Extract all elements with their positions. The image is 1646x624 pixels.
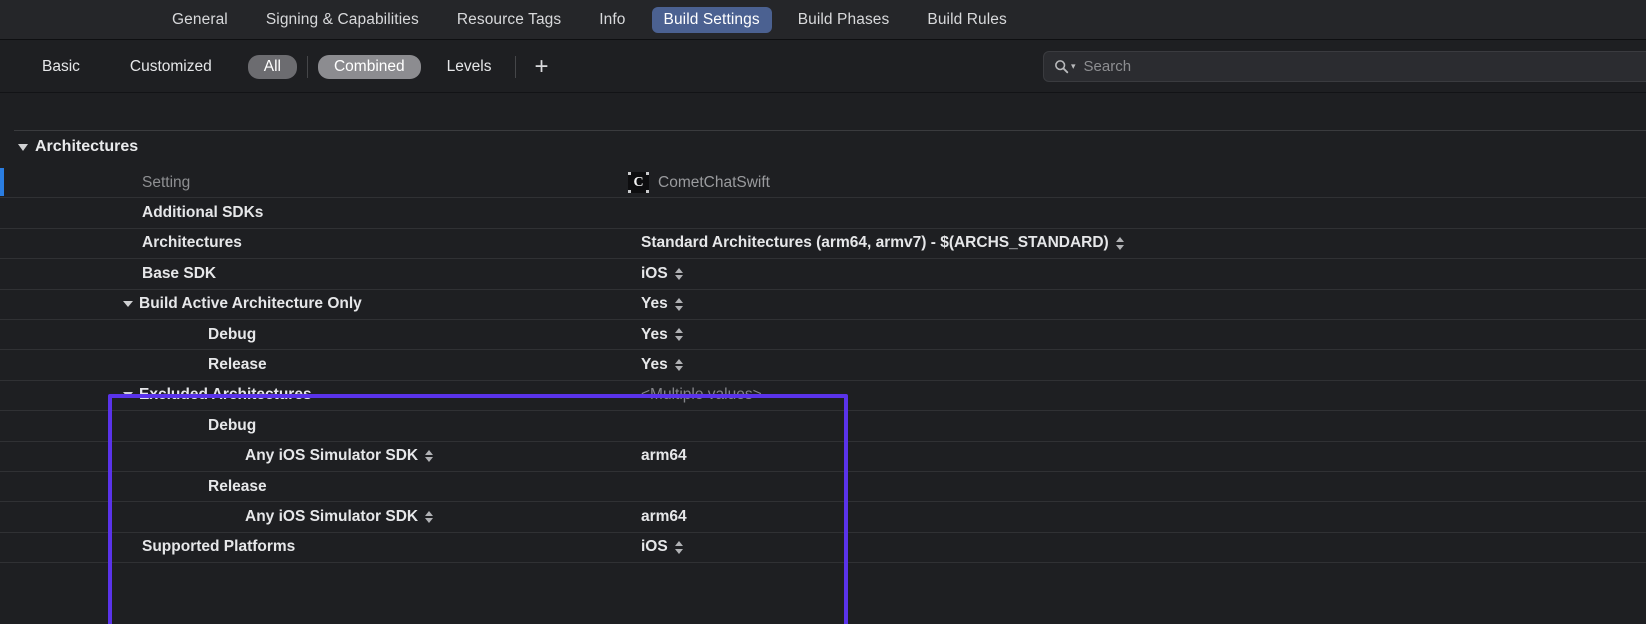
setting-value-cell[interactable]: Yes <box>641 326 683 344</box>
table-row[interactable]: Debug <box>0 411 1646 442</box>
setting-value-cell[interactable]: Standard Architectures (arm64, armv7) - … <box>641 234 1124 252</box>
setting-value-label: <Multiple values> <box>641 386 762 404</box>
setting-name-label: Excluded Architectures <box>139 386 312 404</box>
setting-name-cell: Release <box>208 356 267 374</box>
table-top-divider <box>14 130 1646 131</box>
disclosure-triangle-down-icon[interactable] <box>123 301 133 308</box>
setting-name-cell: Release <box>208 478 267 496</box>
scroll-position-indicator[interactable] <box>0 168 4 196</box>
value-stepper-icon[interactable] <box>674 541 683 554</box>
search-chevron-down-icon[interactable]: ▾ <box>1071 61 1076 71</box>
table-row[interactable]: Any iOS Simulator SDK arm64 <box>0 502 1646 533</box>
setting-name-cell: Debug <box>208 326 256 344</box>
setting-value-cell[interactable]: <Multiple values> <box>641 386 762 404</box>
table-row[interactable]: Excluded Architectures <Multiple values> <box>0 381 1646 412</box>
setting-name-label: Any iOS Simulator SDK <box>245 447 419 465</box>
setting-value-cell[interactable]: iOS <box>641 538 683 556</box>
setting-value-label: arm64 <box>641 447 687 465</box>
setting-value-cell[interactable]: iOS <box>641 265 683 283</box>
table-row[interactable]: Release Yes <box>0 350 1646 381</box>
target-icon: C <box>628 172 649 194</box>
table-row[interactable]: Supported Platforms iOS <box>0 533 1646 564</box>
tab-general[interactable]: General <box>172 10 228 28</box>
table-row[interactable]: Additional SDKs <box>0 198 1646 229</box>
table-row[interactable]: Debug Yes <box>0 320 1646 351</box>
setting-name-label: Build Active Architecture Only <box>139 295 362 313</box>
search-field[interactable]: ▾ Search <box>1043 51 1646 82</box>
value-stepper-icon[interactable] <box>674 267 683 281</box>
setting-name-label: Release <box>208 477 267 495</box>
setting-name-cell: Base SDK <box>142 265 216 283</box>
filter-combined[interactable]: Combined <box>317 54 421 79</box>
filter-separator-1 <box>306 55 308 78</box>
table-row[interactable]: Base SDK iOS <box>0 259 1646 290</box>
filter-levels[interactable]: Levels <box>446 57 492 75</box>
table-row[interactable]: Architectures Standard Architectures (arm… <box>0 229 1646 260</box>
filter-separator-2 <box>515 55 517 78</box>
setting-name-cell: Additional SDKs <box>142 204 263 222</box>
setting-value-cell[interactable]: arm64 <box>641 508 687 526</box>
setting-value-label: Standard Architectures (arm64, armv7) - … <box>641 234 1109 252</box>
setting-name-cell: Build Active Architecture Only <box>123 295 362 313</box>
setting-value-cell[interactable]: arm64 <box>641 447 687 465</box>
setting-name-cell: Any iOS Simulator SDK <box>245 447 434 465</box>
setting-name-label: Any iOS Simulator SDK <box>245 507 419 525</box>
setting-name-label: Base SDK <box>142 264 217 282</box>
table-row[interactable]: Release <box>0 472 1646 503</box>
setting-value-label: iOS <box>641 538 668 556</box>
table-column-header-row: Setting C CometChatSwift <box>0 168 1646 199</box>
search-icon: ▾ <box>1054 59 1076 74</box>
setting-name-label: Debug <box>208 325 257 343</box>
setting-name-cell: Architectures <box>142 234 242 252</box>
filter-basic[interactable]: Basic <box>42 57 80 75</box>
setting-name-cell: Excluded Architectures <box>123 386 312 404</box>
tab-build-phases[interactable]: Build Phases <box>797 10 890 28</box>
setting-name-label: Architectures <box>142 234 242 252</box>
setting-value-label: arm64 <box>641 507 687 525</box>
setting-value-cell[interactable]: Yes <box>641 356 683 374</box>
setting-value-label: Yes <box>641 325 668 343</box>
setting-value-cell[interactable]: Yes <box>641 295 683 313</box>
disclosure-triangle-down-icon[interactable] <box>123 392 133 399</box>
setting-name-label: Additional SDKs <box>142 204 264 222</box>
add-setting-button[interactable]: + <box>534 52 549 80</box>
column-header-target-label: CometChatSwift <box>658 173 770 191</box>
filter-all[interactable]: All <box>247 54 297 79</box>
tab-build-settings[interactable]: Build Settings <box>651 6 772 33</box>
setting-name-cell: Debug <box>208 417 256 435</box>
value-stepper-icon[interactable] <box>1115 237 1124 250</box>
column-header-setting: Setting <box>142 173 191 191</box>
value-stepper-icon[interactable] <box>674 298 683 311</box>
tab-info[interactable]: Info <box>599 10 626 28</box>
setting-name-label: Debug <box>208 416 257 434</box>
column-header-target[interactable]: C CometChatSwift <box>628 172 770 194</box>
editor-tab-bar: General Signing & Capabilities Resource Ta… <box>0 0 1646 40</box>
sdk-condition-stepper-icon[interactable] <box>425 510 434 524</box>
tab-resource-tags[interactable]: Resource Tags <box>456 10 562 28</box>
target-icon-letter: C <box>633 174 644 190</box>
group-header-architectures[interactable]: Architectures <box>18 138 138 156</box>
search-input[interactable]: Search <box>1083 58 1132 75</box>
value-stepper-icon[interactable] <box>674 358 683 372</box>
filter-customized[interactable]: Customized <box>129 57 212 75</box>
setting-name-label: Release <box>208 356 267 374</box>
disclosure-triangle-down-icon[interactable] <box>18 143 28 151</box>
value-stepper-icon[interactable] <box>674 328 683 341</box>
sdk-condition-stepper-icon[interactable] <box>425 449 434 463</box>
settings-row-list: Setting C CometChatSwift Additional SDKs… <box>0 168 1646 564</box>
table-row[interactable]: Build Active Architecture Only Yes <box>0 290 1646 320</box>
setting-value-label: Yes <box>641 295 668 313</box>
setting-name-label: Supported Platforms <box>142 538 296 556</box>
tab-build-rules[interactable]: Build Rules <box>927 10 1007 28</box>
setting-name-cell: Any iOS Simulator SDK <box>245 507 434 526</box>
tab-signing-capabilities[interactable]: Signing & Capabilities <box>265 10 419 28</box>
build-settings-table: Architectures Setting C CometChatSwift A… <box>0 94 1646 624</box>
setting-name-cell: Supported Platforms <box>142 538 295 556</box>
group-header-label: Architectures <box>35 138 139 155</box>
table-row[interactable]: Any iOS Simulator SDK arm64 <box>0 442 1646 472</box>
setting-value-label: Yes <box>641 356 668 374</box>
setting-value-label: iOS <box>641 264 668 282</box>
